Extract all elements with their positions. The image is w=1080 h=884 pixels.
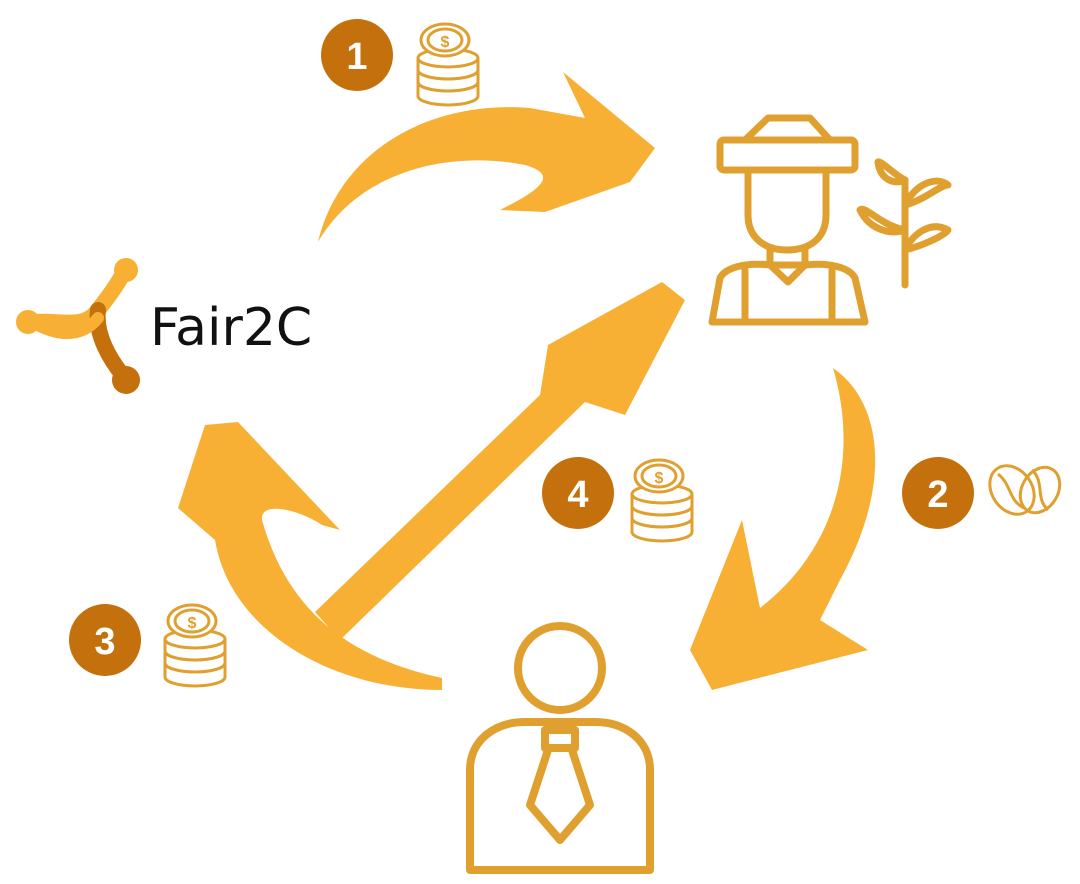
step-badge-circle (69, 604, 141, 676)
step-number: 2 (927, 474, 948, 516)
fair2c-logo-icon (16, 258, 140, 394)
arrow-farmer-to-businessman (690, 368, 876, 690)
step-number: 1 (346, 36, 367, 78)
businessman-icon (466, 622, 654, 874)
fair2c-brand: Fair2C (16, 258, 312, 394)
fair2c-brand-name: Fair2C (150, 298, 312, 358)
step-badge-circle (542, 457, 614, 529)
arrow-businessman-to-fair2c (178, 422, 442, 690)
step-1-coins-icon (416, 22, 480, 107)
farmer-icon (708, 114, 869, 326)
plant-icon (856, 158, 952, 289)
step-badge-circle (902, 457, 974, 529)
step-number: 4 (567, 474, 588, 516)
step-number: 3 (94, 621, 115, 663)
step-2-badge: 2 (902, 457, 974, 529)
arrows (178, 72, 876, 690)
step-2-coffee-beans-icon (988, 464, 1062, 516)
arrow-fair2c-to-farmer (318, 72, 655, 242)
arrow-businessman-farmer-diagonal (315, 282, 685, 640)
step-badge-circle (321, 19, 393, 91)
step-4-coins-icon (630, 458, 694, 543)
step-3-coins-icon (163, 603, 227, 688)
step-4-badge: 4 (542, 457, 614, 529)
step-1-badge: 1 (321, 19, 393, 91)
step-3-badge: 3 (69, 604, 141, 676)
